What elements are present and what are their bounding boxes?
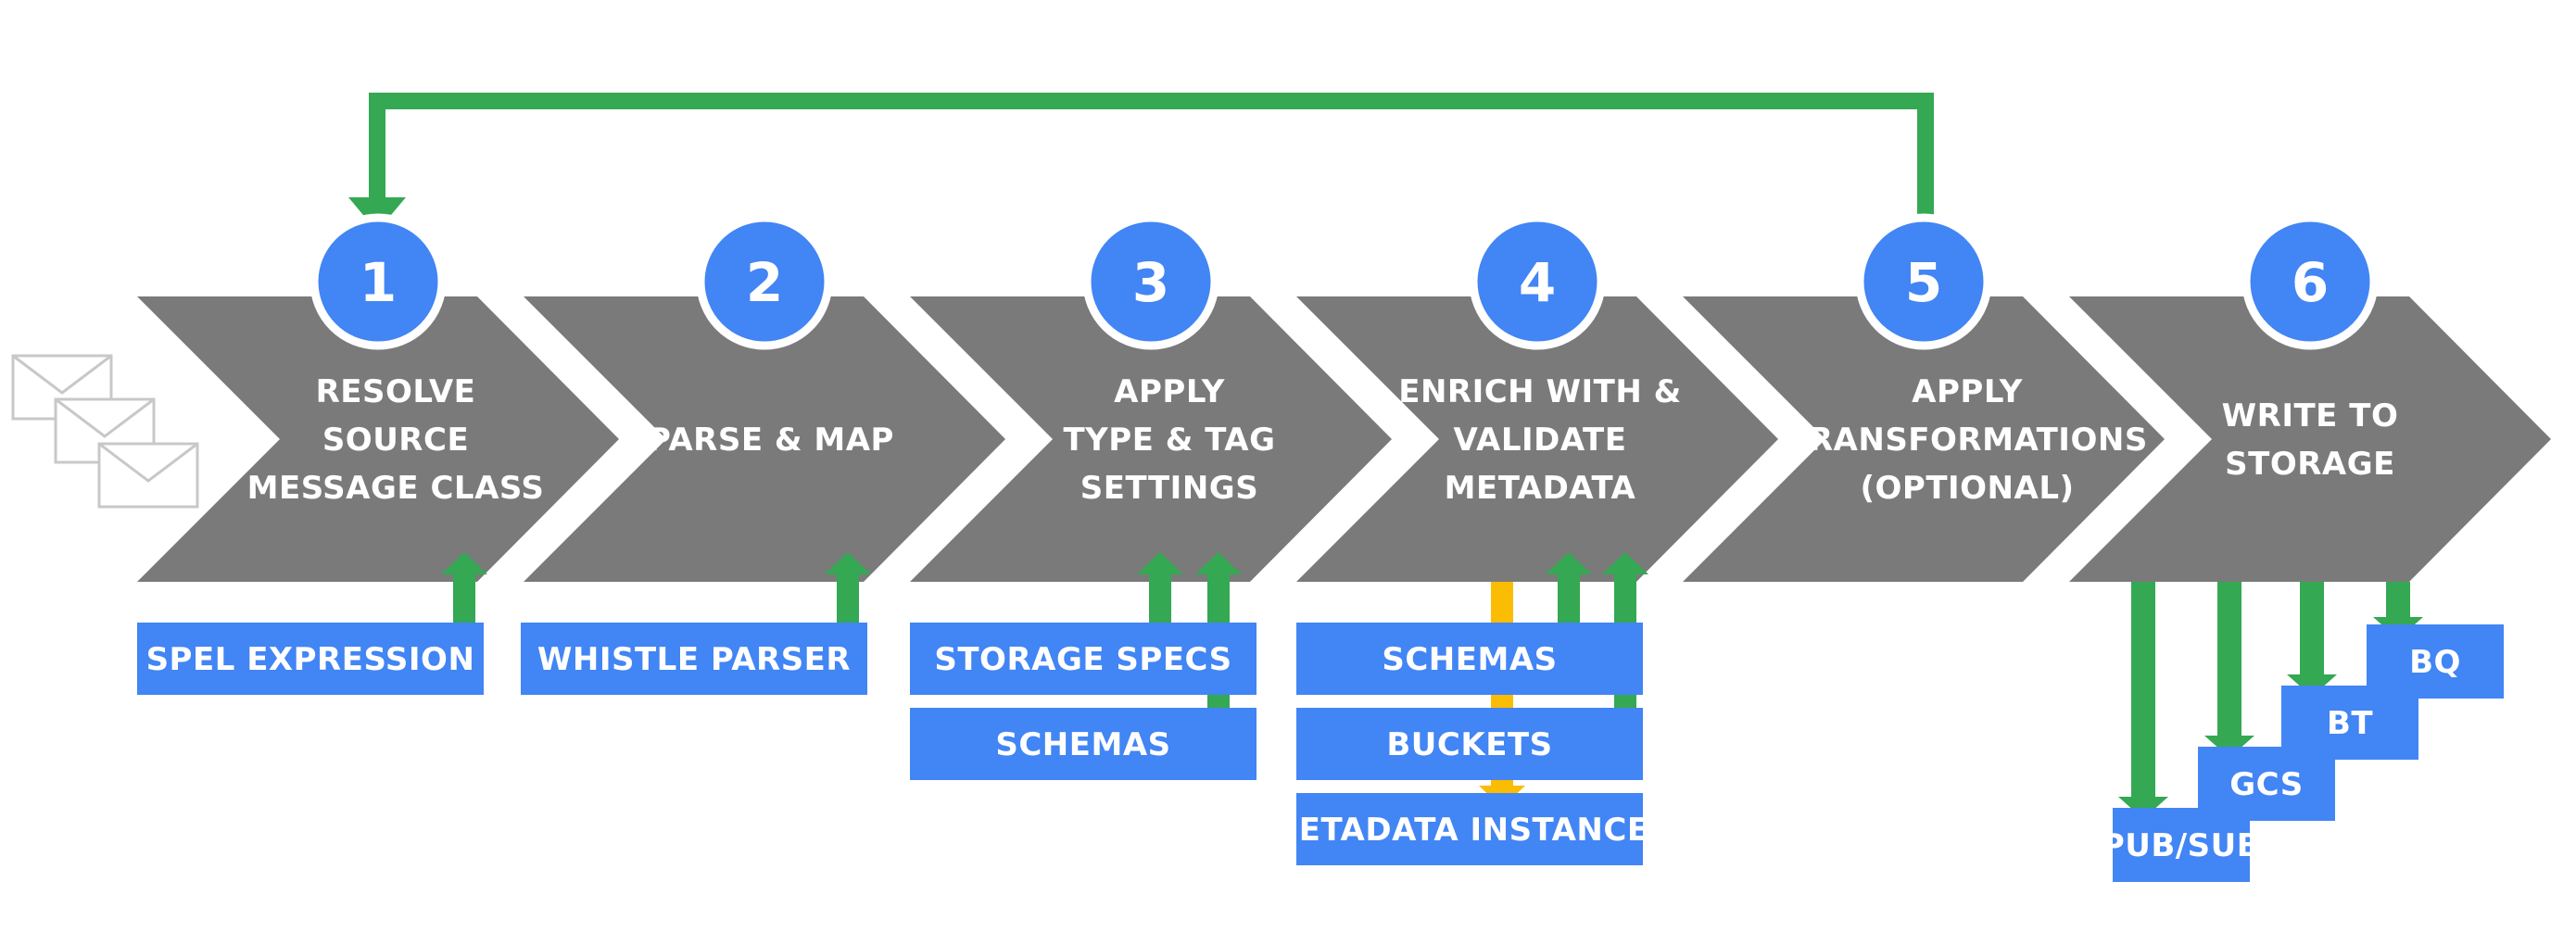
step-6-title-line: WRITE TO xyxy=(2222,397,2399,435)
pubsub-label: PUB/SUB xyxy=(2102,827,2261,864)
metadata-instances-label: METADATA INSTANCES xyxy=(1267,812,1672,849)
step-badges: 1 2 3 4 5 6 xyxy=(309,213,2379,350)
schemas-step-4-box: SCHEMAS xyxy=(1296,623,1643,695)
step-6-badge: 6 xyxy=(2241,213,2379,350)
step-2-badge: 2 xyxy=(696,213,833,350)
step-2-title: PARSE & MAP xyxy=(648,422,894,459)
step-4-title-line: ENRICH WITH & xyxy=(1398,373,1682,410)
schemas-step-4-label: SCHEMAS xyxy=(1382,641,1557,678)
arrow-spel-to-step-1 xyxy=(441,552,487,623)
step-5-title: APPLY TRANSFORMATIONS (OPTIONAL) xyxy=(1787,373,2148,507)
step-5-title-line: APPLY xyxy=(1912,373,2023,410)
step-1-title-line: SOURCE xyxy=(322,422,469,459)
step-1-chevron xyxy=(137,296,619,582)
arrow-step-6-to-pubsub xyxy=(2118,582,2168,819)
step-4-title: ENRICH WITH & VALIDATE METADATA xyxy=(1398,373,1682,507)
step-1-title-line: RESOLVE xyxy=(316,373,476,410)
schemas-step-3-box: SCHEMAS xyxy=(910,708,1256,780)
bt-label: BT xyxy=(2327,705,2373,742)
arrow-step-6-to-bt xyxy=(2287,582,2337,697)
step-5-chevron xyxy=(1683,296,2165,582)
step-3-number: 3 xyxy=(1132,251,1169,314)
arrow-storage-specs-to-step-3 xyxy=(1137,552,1183,623)
spel-expression-box: SPEL EXPRESSION xyxy=(137,623,484,695)
step-2-number: 2 xyxy=(746,251,783,314)
step-3-chevron xyxy=(910,296,1392,582)
step-1-badge: 1 xyxy=(309,213,447,350)
step-4-chevron xyxy=(1296,296,1778,582)
step-5-title-line: TRANSFORMATIONS xyxy=(1787,422,2148,459)
metadata-instances-box: METADATA INSTANCES xyxy=(1267,793,1672,865)
spel-expression-label: SPEL EXPRESSION xyxy=(146,641,475,678)
step-1-title-line: MESSAGE CLASS xyxy=(247,470,545,507)
buckets-box: BUCKETS xyxy=(1296,708,1643,780)
step-5-badge: 5 xyxy=(1855,213,1992,350)
whistle-parser-box: WHISTLE PARSER xyxy=(521,623,867,695)
storage-specs-label: STORAGE SPECS xyxy=(934,641,1231,678)
step-6-title: WRITE TO STORAGE xyxy=(2222,397,2399,483)
step-2-title-line: PARSE & MAP xyxy=(648,422,894,459)
input-boxes: SPEL EXPRESSION WHISTLE PARSER STORAGE S… xyxy=(137,623,1672,865)
step-2-chevron xyxy=(524,296,1005,582)
storage-specs-box: STORAGE SPECS xyxy=(910,623,1256,695)
arrow-schemas-to-step-4 xyxy=(1546,552,1592,623)
chevrons xyxy=(137,296,2551,582)
step-6-title-line: STORAGE xyxy=(2225,446,2395,483)
arrow-whistle-to-step-2 xyxy=(825,552,871,623)
step-3-title-line: TYPE & TAG xyxy=(1063,422,1275,459)
step-6-number: 6 xyxy=(2292,251,2329,314)
step-4-badge: 4 xyxy=(1469,213,1606,350)
step-5-title-line: (OPTIONAL) xyxy=(1860,470,2074,507)
step-1-number: 1 xyxy=(360,251,397,314)
bq-label: BQ xyxy=(2409,644,2461,681)
buckets-label: BUCKETS xyxy=(1386,726,1552,763)
feedback-loop-arrow xyxy=(348,93,1934,232)
step-3-title-line: APPLY xyxy=(1114,373,1225,410)
whistle-parser-label: WHISTLE PARSER xyxy=(537,641,851,678)
envelope-icon xyxy=(97,442,199,509)
envelope-stack-icon xyxy=(11,354,199,509)
gcs-label: GCS xyxy=(2229,766,2303,803)
step-3-badge: 3 xyxy=(1082,213,1219,350)
step-5-number: 5 xyxy=(1905,251,1942,314)
step-3-title: APPLY TYPE & TAG SETTINGS xyxy=(1063,373,1275,507)
step-6-chevron xyxy=(2069,296,2551,582)
step-4-number: 4 xyxy=(1519,251,1556,314)
step-1-title: RESOLVE SOURCE MESSAGE CLASS xyxy=(247,373,545,507)
bq-box: BQ xyxy=(2367,624,2504,699)
step-4-title-line: VALIDATE xyxy=(1454,422,1627,459)
step-4-title-line: METADATA xyxy=(1445,470,1636,507)
output-boxes: PUB/SUB GCS BT BQ xyxy=(2102,624,2504,882)
arrow-step-6-to-gcs xyxy=(2204,582,2254,758)
step-titles: RESOLVE SOURCE MESSAGE CLASS PARSE & MAP… xyxy=(247,373,2399,507)
schemas-step-3-label: SCHEMAS xyxy=(995,726,1170,763)
step-3-title-line: SETTINGS xyxy=(1080,470,1258,507)
